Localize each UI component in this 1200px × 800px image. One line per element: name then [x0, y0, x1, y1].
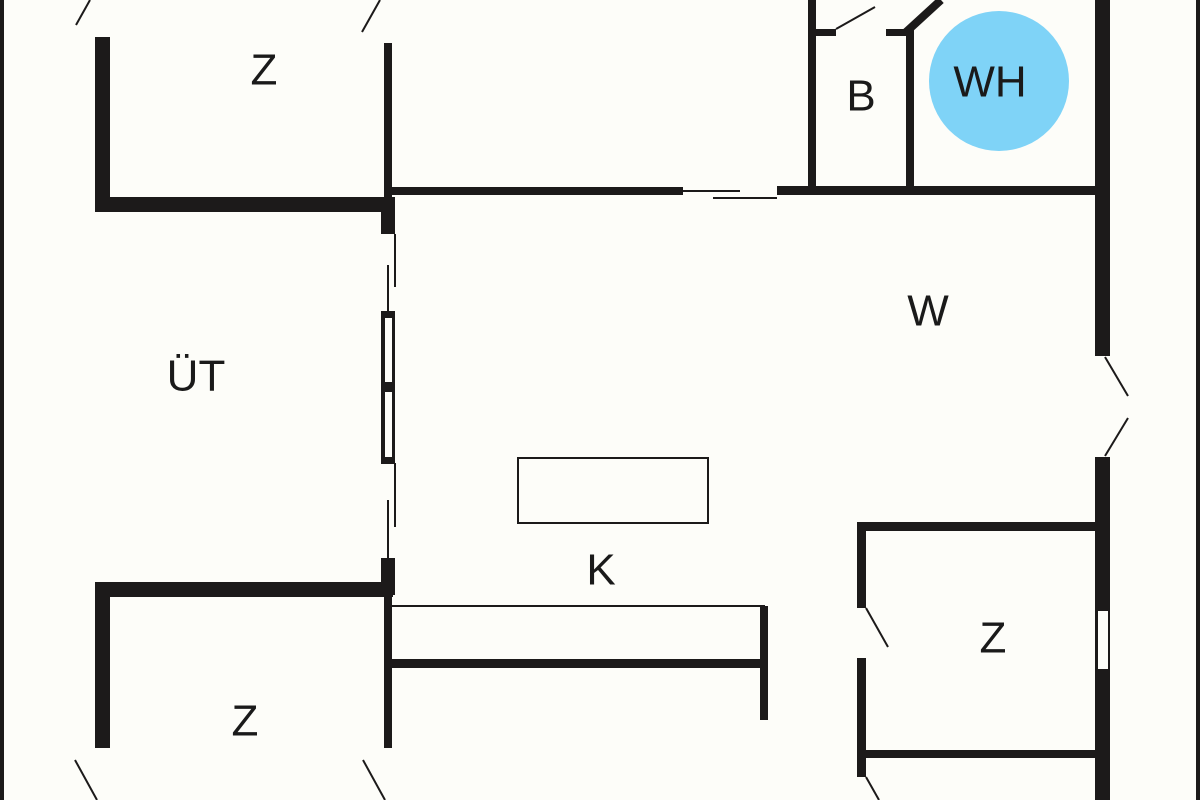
door-swing: [1104, 417, 1129, 457]
room-label-hallway: ÜT: [167, 352, 226, 401]
door-swing: [865, 776, 880, 800]
water-heater-circle: [929, 11, 1069, 151]
door-swing: [74, 759, 98, 800]
door-swing: [865, 607, 889, 648]
door-swing: [361, 0, 381, 33]
bedroom-right-walls: [857, 522, 1100, 800]
room-label-living: W: [907, 287, 949, 336]
bedroom-bottom-left-walls: [74, 582, 393, 800]
door-swing: [1104, 356, 1129, 397]
kitchen-island: [517, 457, 709, 524]
left-edge-line: [0, 0, 4, 800]
room-label-water-heater: WH: [953, 58, 1026, 107]
door-swing: [75, 0, 91, 26]
hallway-wall: [381, 234, 396, 595]
room-label-bedroom-right: Z: [980, 614, 1007, 663]
door-swing: [835, 6, 876, 30]
room-label-bathroom: B: [846, 72, 875, 121]
window: [1098, 611, 1108, 669]
room-label-bedroom-top-left: Z: [251, 46, 278, 95]
room-label-kitchen: K: [586, 546, 615, 595]
bathroom-walls: [808, 0, 944, 192]
door-swing: [362, 759, 386, 800]
right-edge-line: [1196, 0, 1200, 800]
kitchen-counter: [392, 605, 768, 720]
bedroom-top-left-walls: [75, 0, 395, 234]
living-top-wall: [392, 186, 1100, 199]
right-exterior-wall: [1095, 0, 1129, 800]
room-label-bedroom-bottom-left: Z: [232, 697, 259, 746]
